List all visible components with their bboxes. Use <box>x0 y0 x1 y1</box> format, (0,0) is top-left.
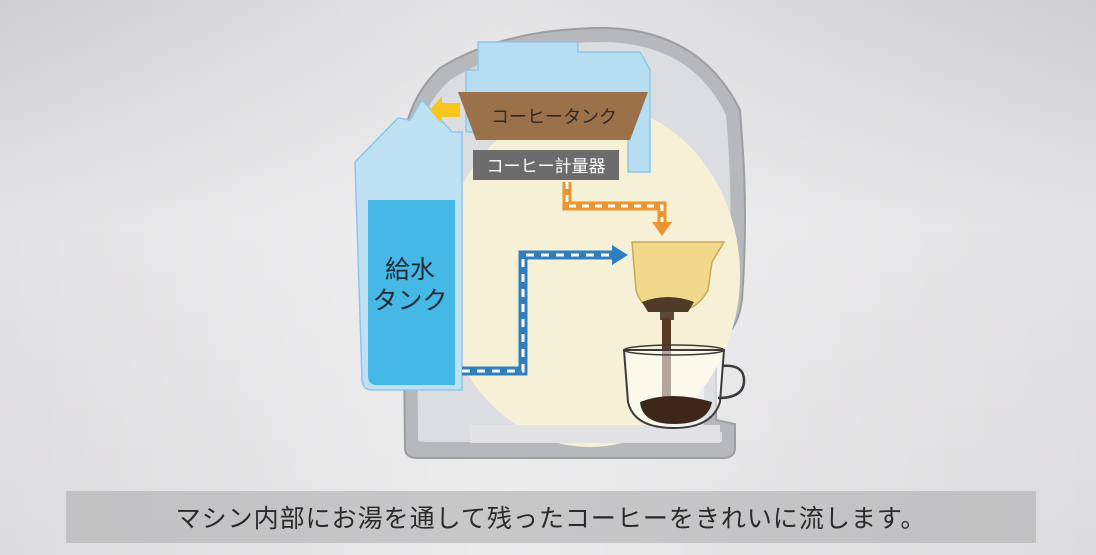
cup-rim <box>623 344 725 356</box>
subtitle-bar: マシン内部にお湯を通して残ったコーヒーをきれいに流します。 <box>66 491 1036 543</box>
coffee-tank <box>458 92 648 140</box>
yellow-arrow-icon <box>430 96 460 124</box>
coffee-grounds <box>642 297 694 312</box>
machine-base <box>470 425 720 443</box>
water-tank-label-line2: タンク <box>372 286 447 315</box>
water-tank-label-line1: 給水 <box>385 255 435 284</box>
water-flow-arrowhead-icon <box>612 245 628 265</box>
coffee-flow-dashes <box>565 182 664 222</box>
coffee-meter <box>473 150 619 180</box>
cup-handle <box>717 364 746 400</box>
coffee-in-cup <box>640 396 712 424</box>
water-flow-dashes <box>462 253 612 373</box>
coffee-flow-arrowhead-icon <box>652 222 672 236</box>
funnel-spout <box>660 312 674 320</box>
subtitle-text: マシン内部にお湯を通して残ったコーヒーをきれいに流します。 <box>175 504 927 533</box>
water-tank <box>368 200 455 385</box>
coffee-tank-label: コーヒータンク <box>491 107 617 128</box>
coffee-meter-label: コーヒー計量器 <box>487 157 606 177</box>
